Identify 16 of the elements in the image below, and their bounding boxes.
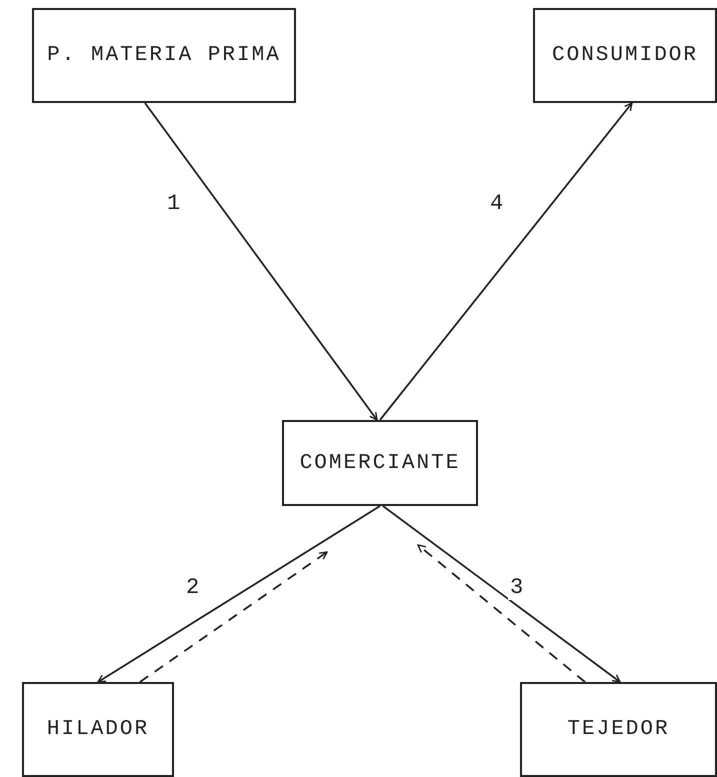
arrow (139, 551, 328, 683)
entity-box (520, 682, 717, 777)
arrow (144, 102, 378, 421)
entity-box (282, 420, 478, 506)
entity-box (22, 682, 174, 777)
entity-box (533, 8, 717, 103)
entity-box (32, 8, 296, 103)
arrow (379, 102, 633, 421)
box-label: P. MATERIA PRIMA (47, 44, 281, 67)
arrow (417, 544, 586, 683)
box-label: TEJEDOR (567, 718, 670, 741)
box-label: CONSUMIDOR (552, 44, 698, 67)
arrow (382, 505, 621, 683)
box-label: HILADOR (46, 718, 150, 741)
arrow (97, 505, 380, 683)
box-label: COMERCIANTE (300, 452, 460, 474)
